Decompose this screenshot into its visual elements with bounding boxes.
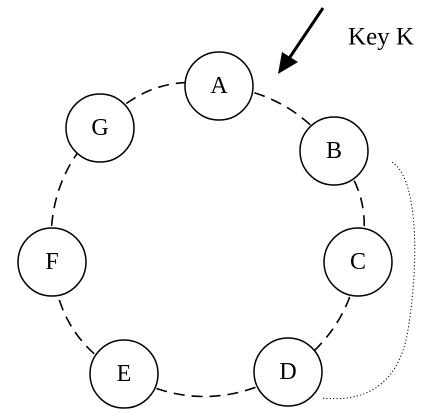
node-circle-c <box>323 227 393 297</box>
key-arrow <box>278 7 325 74</box>
node-label-a: A <box>210 73 228 99</box>
node-label-b: B <box>326 138 342 164</box>
node-circle-d <box>253 337 323 407</box>
node-label-e: E <box>117 361 132 387</box>
ring-nodes: A B C D E F G <box>17 51 393 409</box>
key-arrow-head <box>278 52 298 74</box>
node-circle-f <box>17 227 87 297</box>
node-label-d: D <box>279 359 296 385</box>
node-circle-a <box>184 51 254 121</box>
node-circle-b <box>299 116 369 186</box>
ring-node-c: C <box>323 227 393 297</box>
ring-node-e: E <box>89 339 159 409</box>
node-circle-e <box>89 339 159 409</box>
ring-node-d: D <box>253 337 323 407</box>
key-k-label: Key K <box>348 24 414 51</box>
node-circle-g <box>65 93 135 163</box>
node-label-g: G <box>91 115 108 141</box>
ring-node-f: F <box>17 227 87 297</box>
node-label-f: F <box>45 249 58 275</box>
replica-range-dotted-arc <box>321 161 416 400</box>
node-label-c: C <box>350 249 366 275</box>
ring-node-g: G <box>65 93 135 163</box>
ring-segment-b-c <box>333 150 366 263</box>
key-arrow-shaft <box>286 7 325 61</box>
ring-node-a: A <box>184 51 254 121</box>
ring-node-b: B <box>299 116 369 186</box>
